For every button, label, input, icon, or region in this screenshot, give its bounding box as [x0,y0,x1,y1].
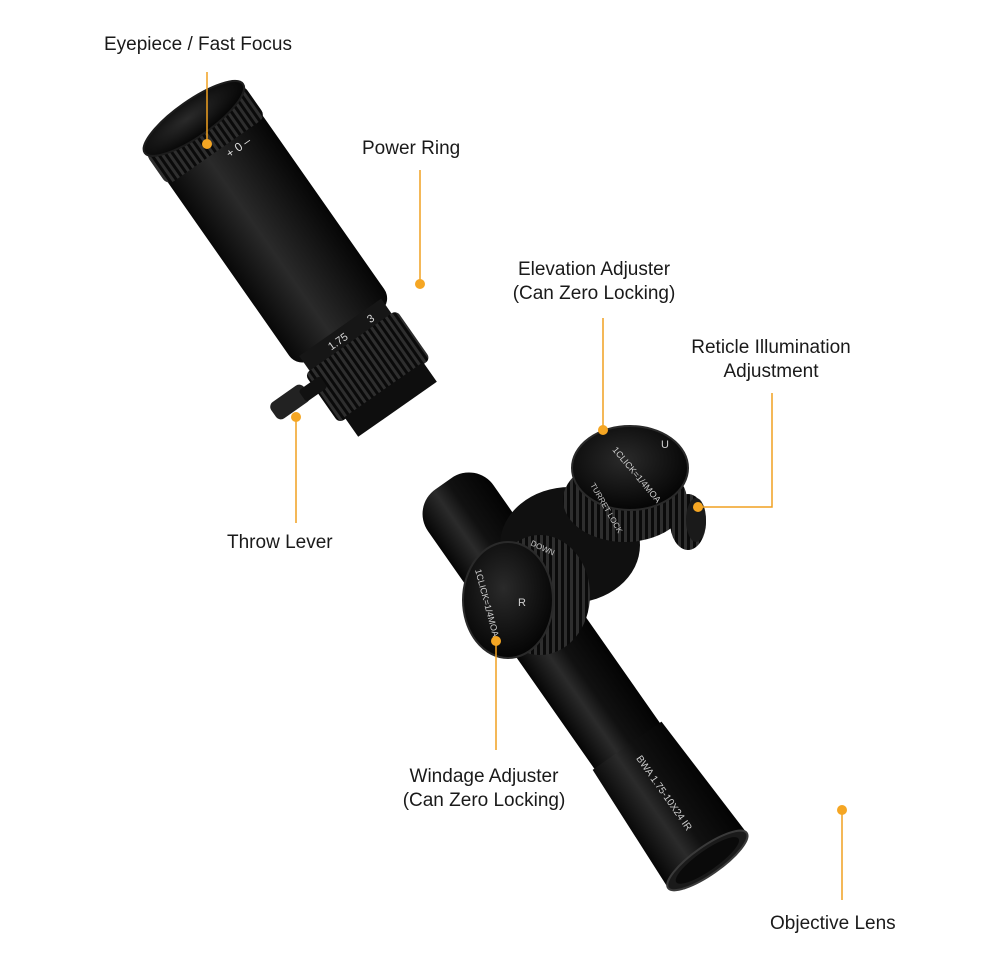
dot-reticle [693,502,703,512]
windage-turret: 1CLICK=1/4MOA R DOWN [462,535,590,659]
eyepiece-tube [161,103,388,363]
callout-dots [202,139,847,815]
label-objective: Objective Lens [770,913,896,934]
elevation-dir-marking: U [661,439,669,451]
eyepiece-knurl [147,87,263,183]
elevation-turret: 1CLICK=1/4MOA U TURRET LOCK [563,425,689,542]
power-ring-base [299,298,393,373]
dot-power-ring [415,279,425,289]
illumination-knob [670,494,706,550]
label-power-ring: Power Ring [362,138,461,159]
dot-objective [837,805,847,815]
label-reticle: Reticle Illumination Adjustment [691,337,851,382]
dot-elevation [598,425,608,435]
power-marking-mid: 3 [365,312,377,325]
eyepiece-cap [142,80,246,157]
dot-throw-lever [291,412,301,422]
label-elevation: Elevation Adjuster (Can Zero Locking) [512,259,676,304]
leader-reticle [700,393,773,508]
label-throw-lever: Throw Lever [227,532,333,553]
leader-lines [206,72,843,900]
dot-eyepiece [202,139,212,149]
throw-lever [270,376,327,420]
power-ring-knurl [306,312,429,421]
scope-body: BWA 1.75-10X24 IR + 0 – 1.75 3 [142,80,749,892]
label-windage: Windage Adjuster (Can Zero Locking) [402,766,566,811]
dot-windage [491,636,501,646]
windage-dir-marking: R [518,597,526,609]
label-eyepiece: Eyepiece / Fast Focus [104,34,292,55]
